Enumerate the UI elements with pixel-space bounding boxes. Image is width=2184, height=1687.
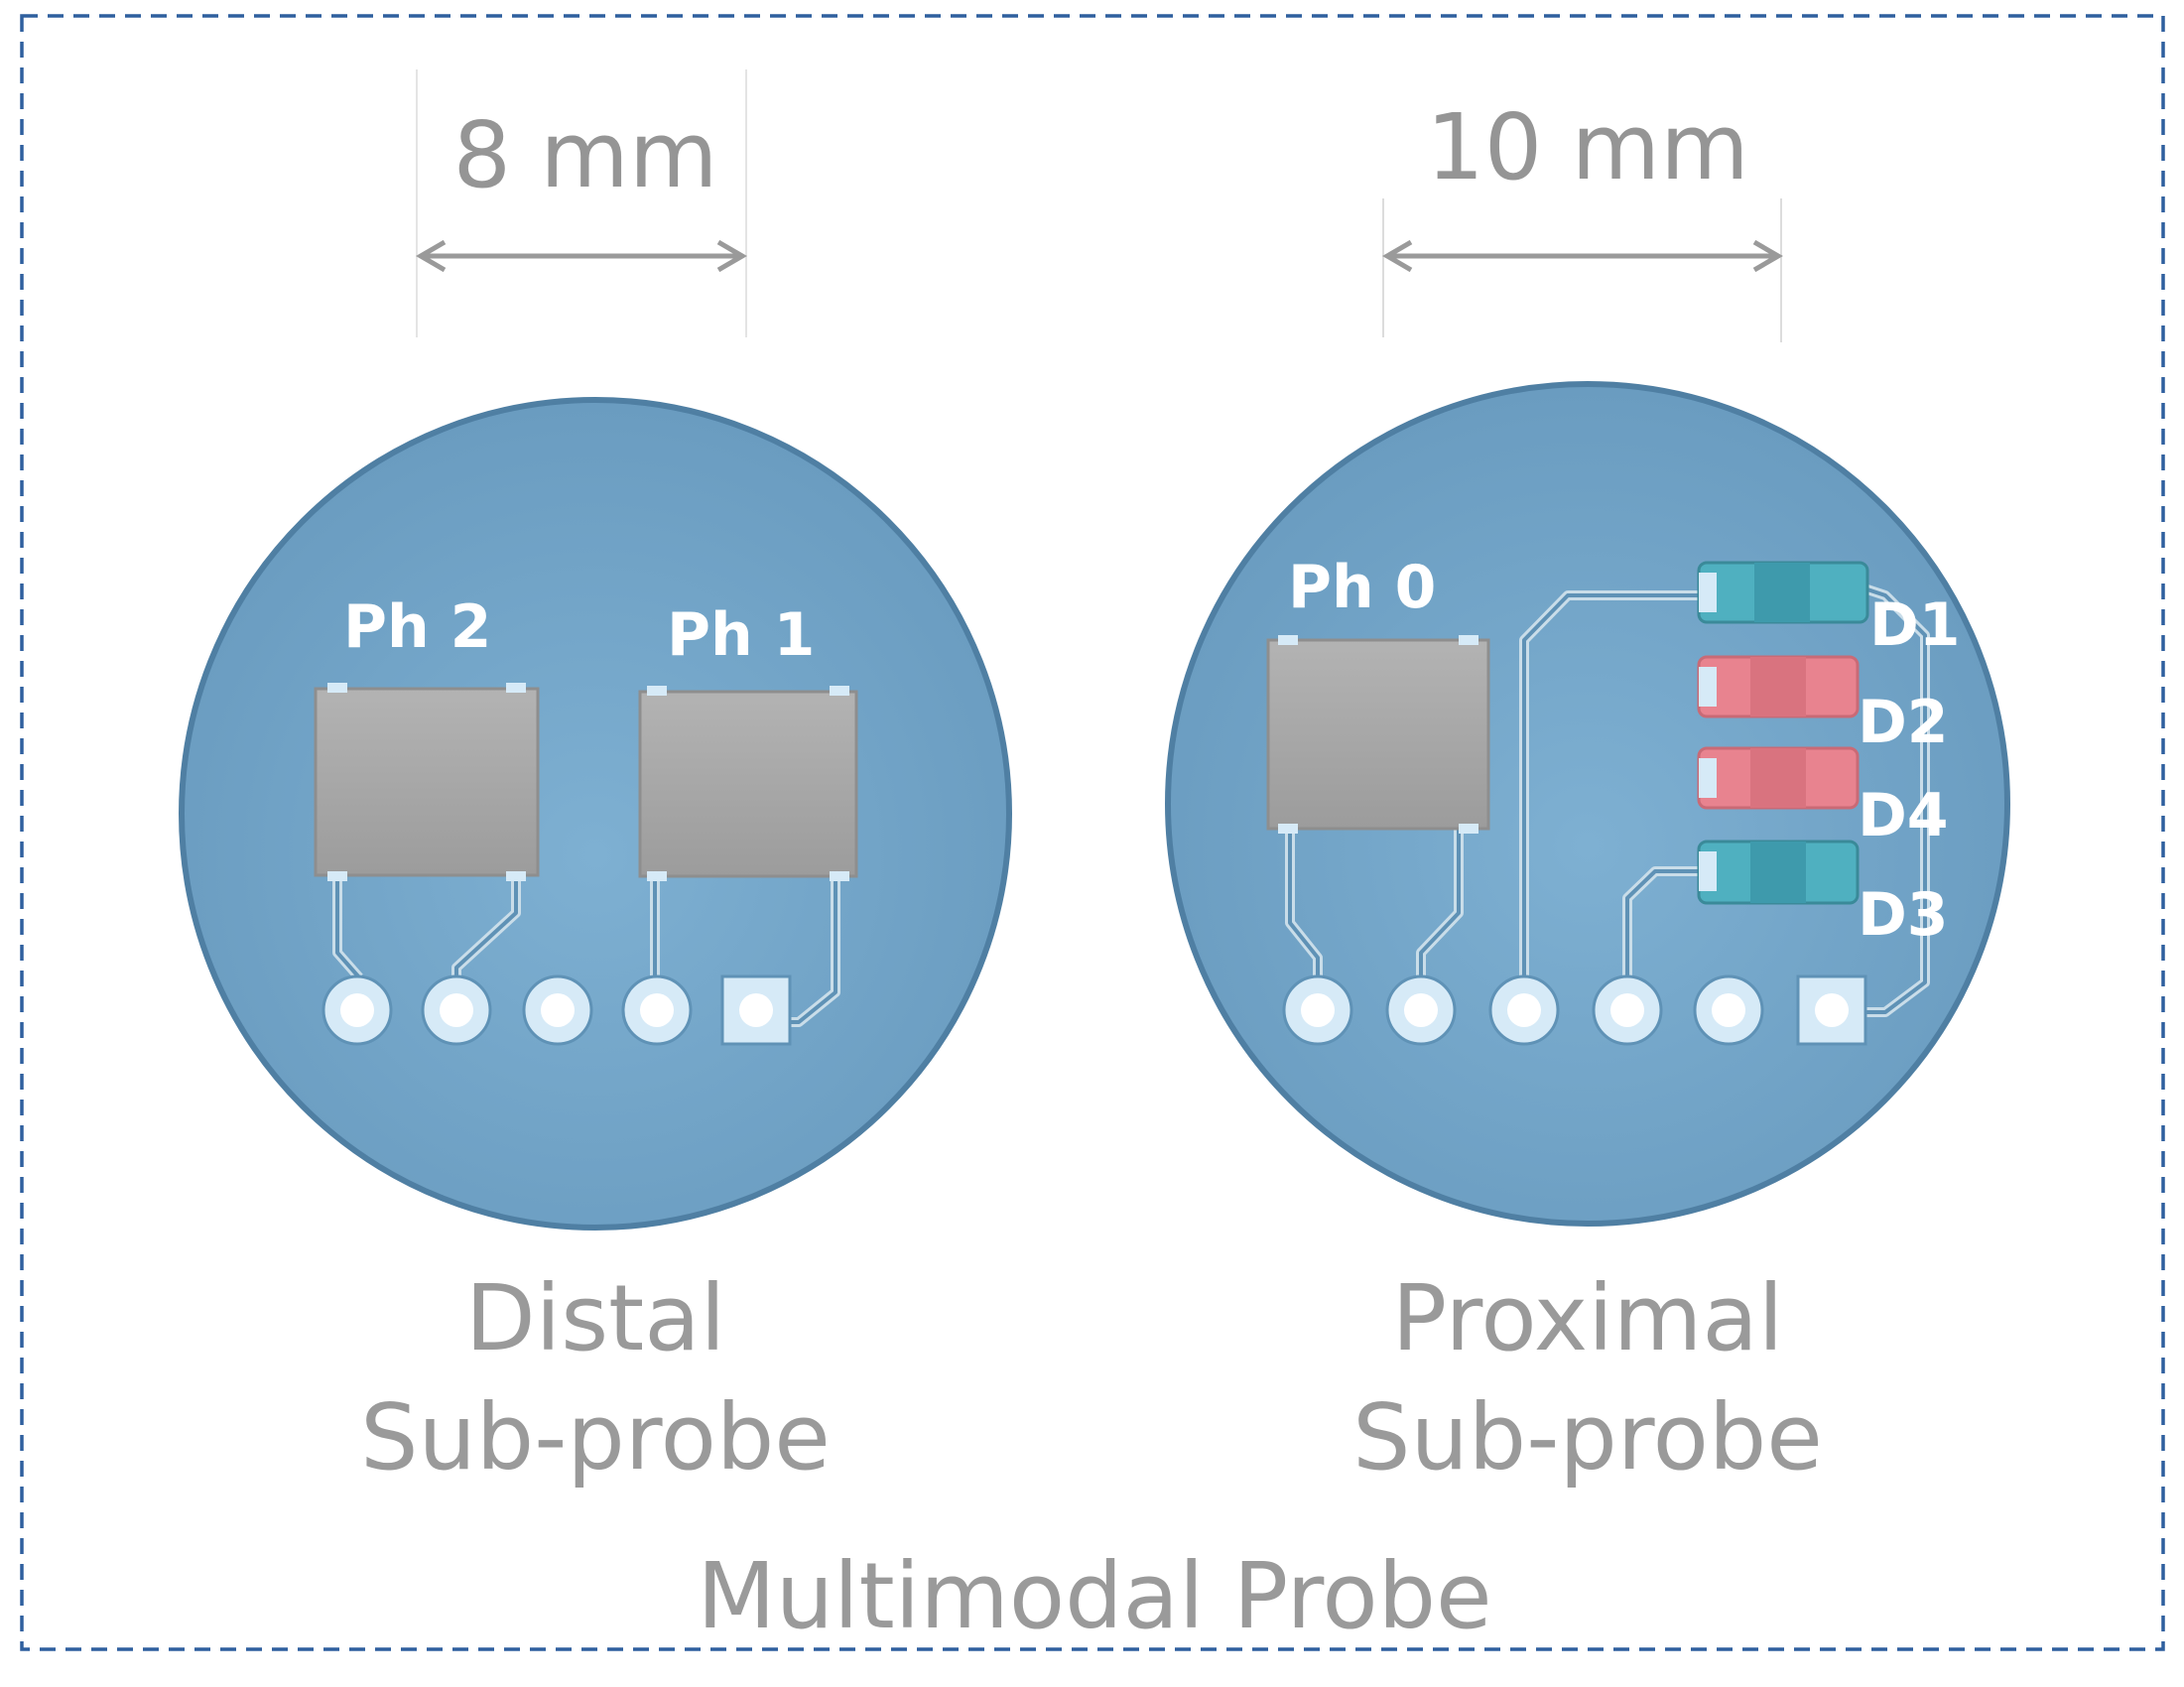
proximal-dimension-label: 10 mm	[1426, 94, 1749, 200]
led-d3	[1697, 840, 1860, 905]
diagram-title: Multimodal Probe	[697, 1543, 1491, 1649]
proximal-sub-probe-board: Ph 0 D1 D2 D4 D3	[1165, 381, 2010, 1227]
d2-label: D2	[1858, 688, 1949, 757]
d3-label: D3	[1858, 880, 1949, 950]
led-d2	[1697, 655, 1860, 718]
led-d1	[1697, 561, 1869, 624]
ph2-label: Ph 2	[343, 592, 491, 662]
probe-frame	[20, 14, 2165, 1651]
distal-caption-line2: Sub-probe	[360, 1384, 831, 1491]
proximal-caption-line1: Proximal	[1392, 1265, 1784, 1371]
d4-label: D4	[1858, 781, 1949, 850]
photodiode-ph0	[1266, 635, 1490, 834]
ph1-label: Ph 1	[667, 600, 815, 670]
distal-pads	[321, 974, 792, 1046]
d1-label: D1	[1869, 590, 1961, 660]
distal-sub-probe-board: Ph 2 Ph 1	[179, 397, 1012, 1231]
photodiode-ph2	[314, 683, 540, 881]
led-d4	[1697, 746, 1860, 810]
proximal-traces	[1285, 583, 1930, 1017]
ph0-label: Ph 0	[1288, 553, 1436, 622]
proximal-dimension: 10 mm	[1382, 94, 1783, 342]
distal-dimension: 8 mm	[416, 69, 747, 337]
distal-caption-line1: Distal	[465, 1265, 725, 1371]
proximal-caption-line2: Sub-probe	[1352, 1384, 1823, 1491]
proximal-pads	[1282, 974, 1867, 1046]
distal-dimension-label: 8 mm	[452, 102, 717, 208]
photodiode-ph1	[638, 686, 858, 881]
